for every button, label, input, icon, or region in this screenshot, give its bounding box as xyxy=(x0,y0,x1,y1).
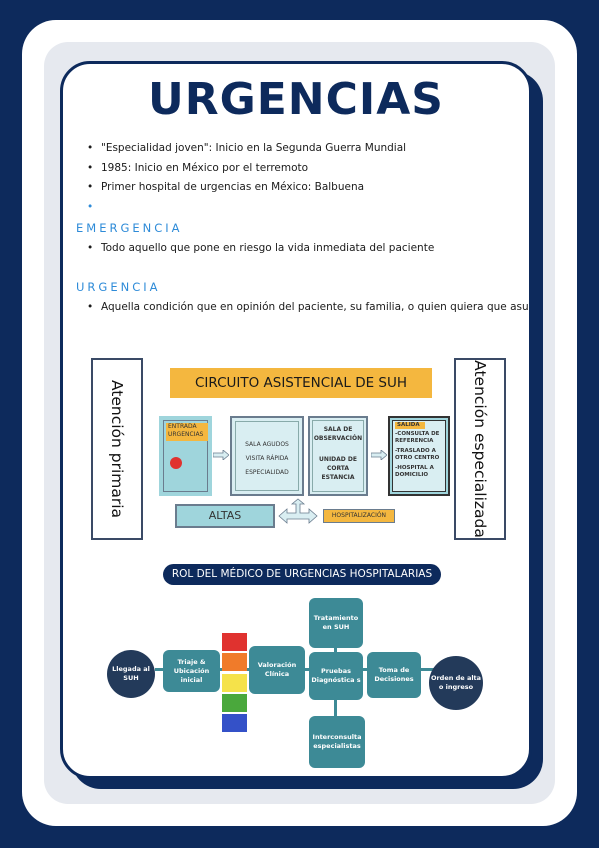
llegada-node: Llegada al SUH xyxy=(107,650,155,698)
urgencia-heading: URGENCIA xyxy=(76,280,161,294)
list-item: Primer hospital de urgencias en México: … xyxy=(87,178,406,198)
triage-blue xyxy=(222,714,247,732)
red-dot-icon xyxy=(170,457,182,469)
intro-list: "Especialidad joven": Inicio en la Segun… xyxy=(87,139,406,217)
sala-observacion-box: SALA DE OBSERVACIÓN UNIDAD DE CORTA ESTA… xyxy=(308,416,368,496)
entrada-box: ENTRADA URGENCIAS xyxy=(159,416,212,496)
flow-line xyxy=(155,668,455,671)
list-item: Aquella condición que en opinión del pac… xyxy=(87,298,529,318)
hospitalizacion-box: HOSPITALIZACIÓN xyxy=(323,509,395,523)
triage-green xyxy=(222,694,247,712)
list-item: 1985: Inicio en México por el terremoto xyxy=(87,159,406,179)
triage-orange xyxy=(222,653,247,671)
atencion-especializada-box: Atención especializada xyxy=(454,358,506,540)
box2-line: VISITA RÁPIDA xyxy=(245,455,289,462)
emergencia-heading: EMERGENCIA xyxy=(76,221,183,235)
triage-yellow xyxy=(222,674,247,692)
triaje-node: Triaje & Ubicación inicial xyxy=(163,650,220,692)
valoracion-node: Valoración Clínica xyxy=(249,646,305,694)
page-title: URGENCIAS xyxy=(147,74,444,125)
triage-red xyxy=(222,633,247,651)
list-item xyxy=(87,198,406,218)
toma-node: Toma de Decisiones xyxy=(367,652,421,698)
urgencia-list: Aquella condición que en opinión del pac… xyxy=(87,298,529,318)
interconsulta-node: Interconsulta especialistas xyxy=(309,716,365,768)
list-item: "Especialidad joven": Inicio en la Segun… xyxy=(87,139,406,159)
rol-title: ROL DEL MÉDICO DE URGENCIAS HOSPITALARIA… xyxy=(163,564,441,585)
cross-arrows-icon xyxy=(278,498,318,524)
salida-label: SALIDA xyxy=(395,422,425,429)
emergencia-list: Todo aquello que pone en riesgo la vida … xyxy=(87,239,434,259)
atencion-especializada-label: Atención especializada xyxy=(471,360,489,538)
circuit-title: CIRCUITO ASISTENCIAL DE SUH xyxy=(170,368,432,398)
arrow-right-icon xyxy=(371,450,387,460)
atencion-primaria-box: Atención primaria xyxy=(91,358,143,540)
box3-top: SALA DE OBSERVACIÓN xyxy=(313,426,363,442)
salida-box: SALIDA -CONSULTA DE REFERENCIA -TRASLADO… xyxy=(388,416,450,496)
tratamiento-node: Tratamiento en SUH xyxy=(309,598,363,648)
altas-box: ALTAS xyxy=(175,504,275,528)
entrada-label: ENTRADA URGENCIAS xyxy=(166,423,208,441)
orden-node: Orden de alta o ingreso xyxy=(429,656,483,710)
box3-bottom: UNIDAD DE CORTA ESTANCIA xyxy=(319,456,357,481)
salida-item: -TRASLADO A OTRO CENTRO xyxy=(395,448,440,461)
content-card: URGENCIAS "Especialidad joven": Inicio e… xyxy=(60,61,532,779)
pruebas-node: Pruebas Diagnóstica s xyxy=(309,652,363,700)
box2-line: SALA AGUDOS xyxy=(245,441,289,448)
salida-item: -HOSPITAL A DOMICILIO xyxy=(395,465,434,478)
circuit-diagram: CIRCUITO ASISTENCIAL DE SUH ENTRADA URGE… xyxy=(159,358,450,551)
sala-agudos-box: SALA AGUDOS VISITA RÁPIDA ESPECIALIDAD xyxy=(230,416,304,496)
list-item: Todo aquello que pone en riesgo la vida … xyxy=(87,239,434,259)
atencion-primaria-label: Atención primaria xyxy=(108,379,126,519)
salida-item: -CONSULTA DE REFERENCIA xyxy=(395,431,440,444)
box2-line: ESPECIALIDAD xyxy=(245,469,289,476)
arrow-right-icon xyxy=(213,450,229,460)
